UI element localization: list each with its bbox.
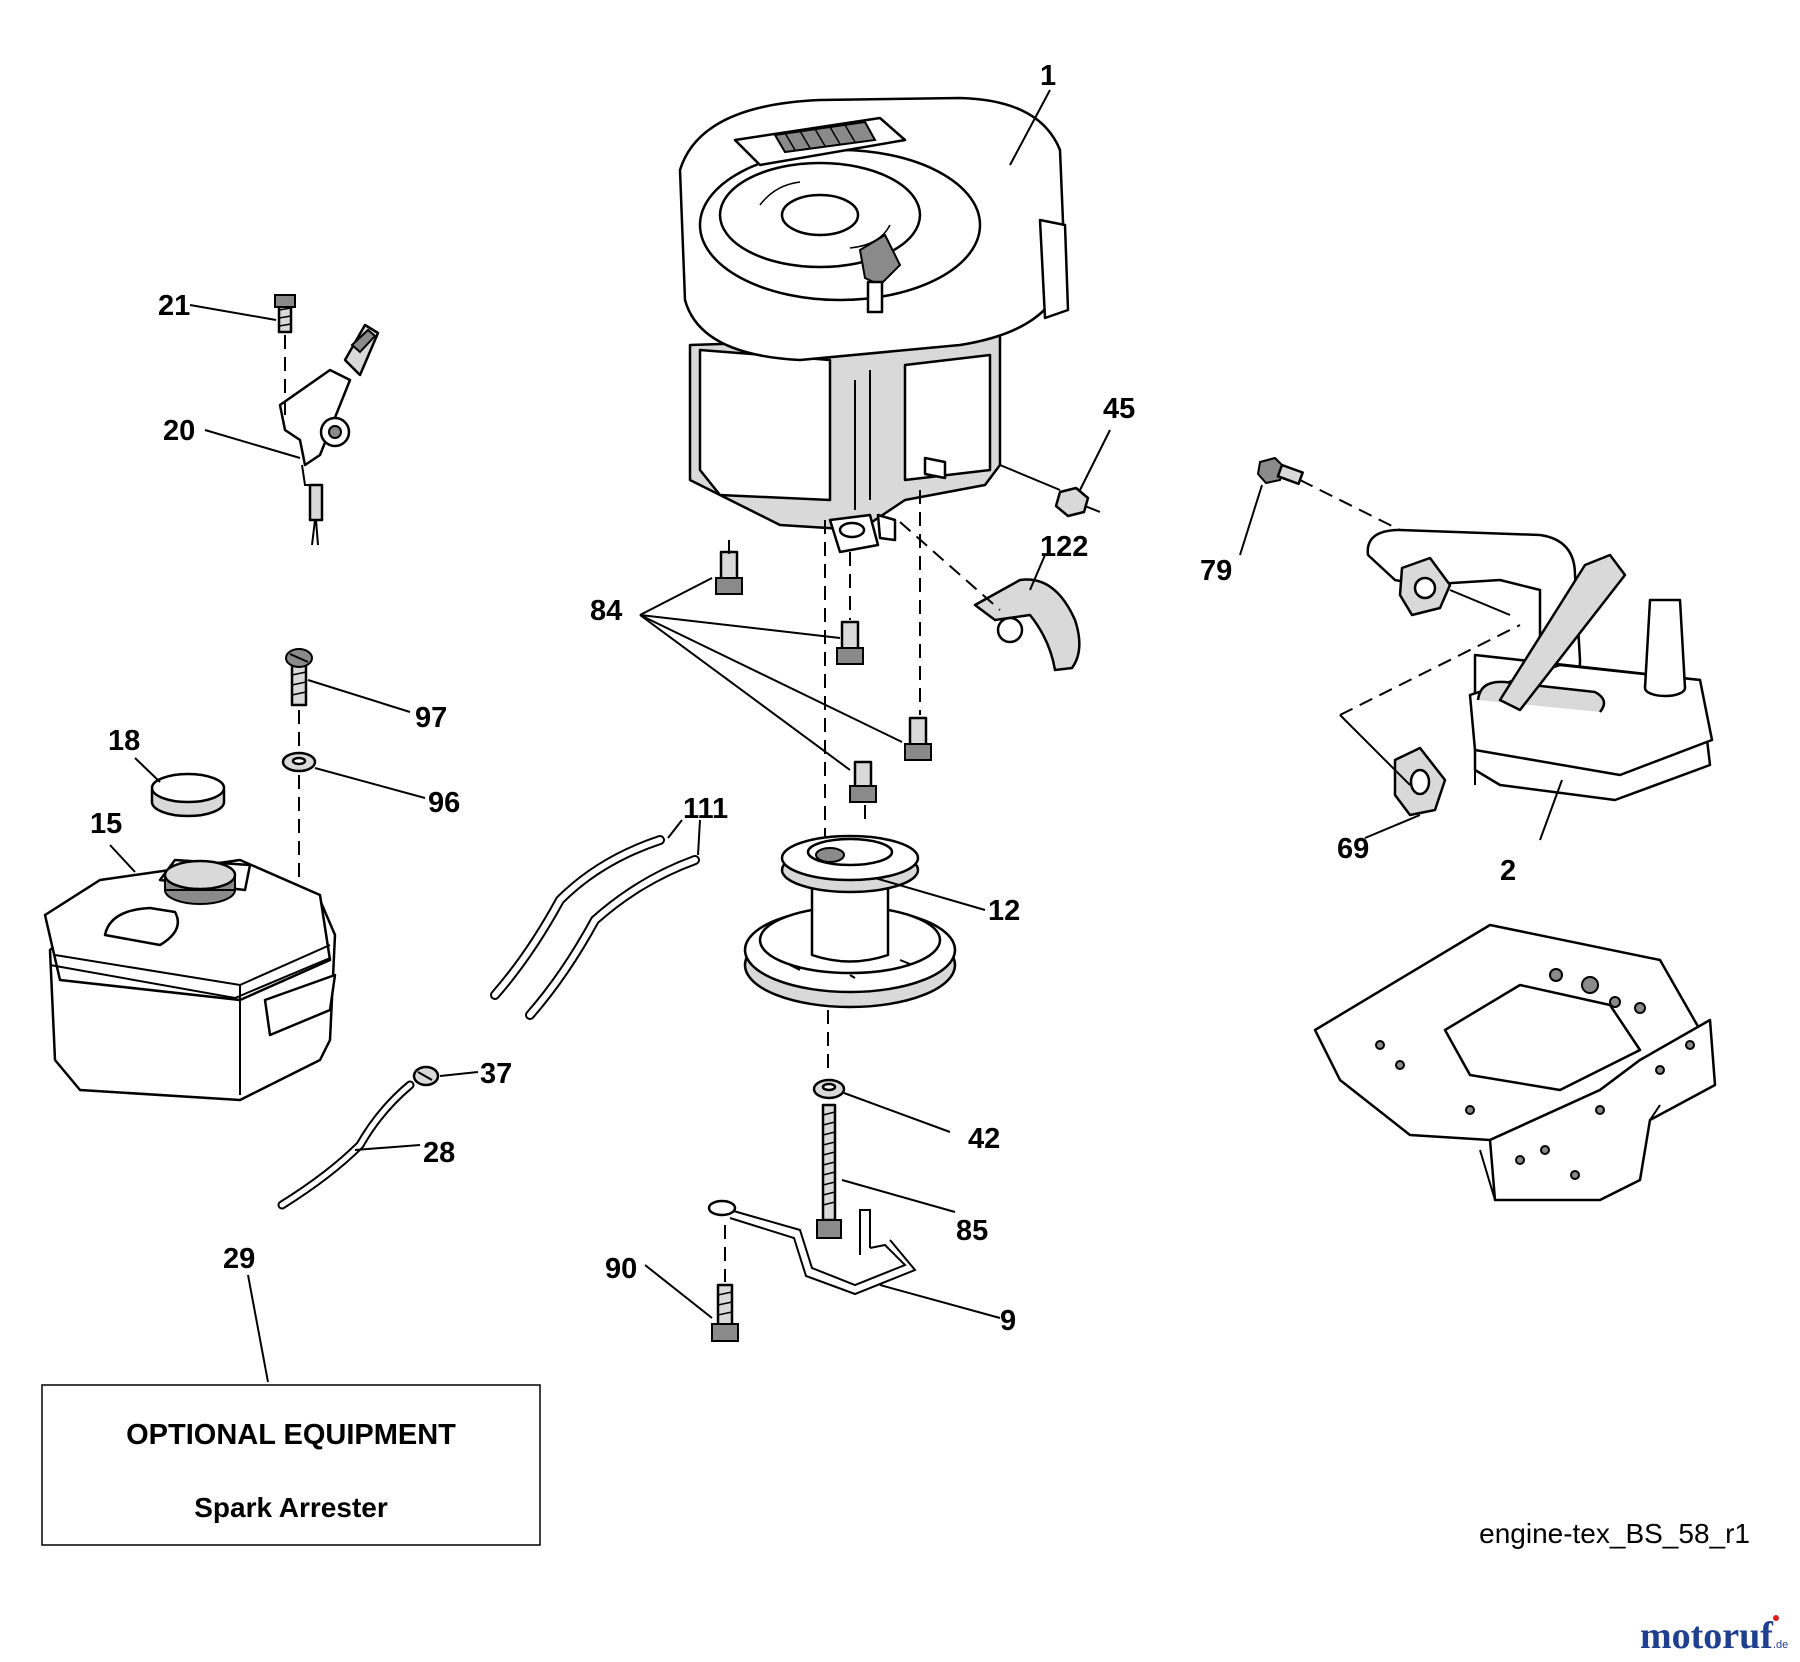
drawing-reference: engine-tex_BS_58_r1 bbox=[1479, 1518, 1750, 1549]
callout-122: 122 bbox=[1040, 531, 1088, 563]
part-9-bracket bbox=[707, 1199, 917, 1296]
optional-equipment-title: OPTIONAL EQUIPMENT bbox=[126, 1419, 456, 1451]
callout-111: 111 bbox=[683, 793, 728, 825]
callout-96: 96 bbox=[428, 787, 460, 819]
optional-equipment-box: OPTIONAL EQUIPMENT Spark Arrester bbox=[41, 1384, 541, 1546]
callout-29: 29 bbox=[223, 1243, 255, 1275]
logo-dot-icon bbox=[1773, 1615, 1779, 1621]
callout-1: 1 bbox=[1040, 60, 1056, 92]
part-111-hoses bbox=[490, 835, 700, 1020]
engine-mounting-plate bbox=[1313, 923, 1717, 1202]
part-42-washer bbox=[812, 1078, 846, 1100]
motoruf-logo: motoruf.de bbox=[1640, 1615, 1788, 1657]
callout-90: 90 bbox=[605, 1253, 637, 1285]
callout-labels: 1 2 9 12 15 18 20 21 28 29 37 42 45 69 7… bbox=[90, 60, 1516, 1337]
callout-84: 84 bbox=[590, 595, 622, 627]
part-15-fuel-tank bbox=[43, 858, 337, 1102]
callout-97: 97 bbox=[415, 702, 447, 734]
callout-20: 20 bbox=[163, 415, 195, 447]
part-97-screw bbox=[285, 648, 313, 707]
part-96-washer bbox=[281, 751, 317, 773]
callout-21: 21 bbox=[158, 290, 190, 322]
callout-12: 12 bbox=[988, 895, 1020, 927]
callout-2: 2 bbox=[1500, 855, 1516, 887]
part-37-clamp bbox=[412, 1065, 440, 1087]
engine bbox=[678, 96, 1070, 554]
logo-suffix: .de bbox=[1773, 1639, 1788, 1651]
part-12-pulley bbox=[743, 834, 957, 1009]
part-84-bolts bbox=[715, 550, 932, 803]
svg-text:motoruf.de: motoruf.de bbox=[1640, 1615, 1788, 1657]
callout-42: 42 bbox=[968, 1123, 1000, 1155]
part-90-bolt bbox=[711, 1283, 739, 1342]
logo-text: motoruf bbox=[1640, 1615, 1774, 1657]
part-85-bolt bbox=[816, 1103, 842, 1239]
part-122-shield bbox=[973, 578, 1081, 672]
callout-37: 37 bbox=[480, 1058, 512, 1090]
part-21-screw bbox=[274, 294, 296, 334]
callout-79: 79 bbox=[1200, 555, 1232, 587]
callout-15: 15 bbox=[90, 808, 122, 840]
part-20-throttle-control bbox=[278, 323, 380, 546]
part-69-gasket bbox=[1393, 556, 1452, 817]
callout-18: 18 bbox=[108, 725, 140, 757]
callout-28: 28 bbox=[423, 1137, 455, 1169]
part-28-fuel-line bbox=[277, 1080, 415, 1210]
callout-45: 45 bbox=[1103, 393, 1135, 425]
callout-85: 85 bbox=[956, 1215, 988, 1247]
part-79-bolt bbox=[1256, 456, 1304, 486]
part-45-nut bbox=[1054, 486, 1101, 518]
callout-9: 9 bbox=[1000, 1305, 1016, 1337]
optional-equipment-item: Spark Arrester bbox=[194, 1492, 388, 1523]
callout-69: 69 bbox=[1337, 833, 1369, 865]
part-18-fuel-cap bbox=[150, 772, 226, 818]
